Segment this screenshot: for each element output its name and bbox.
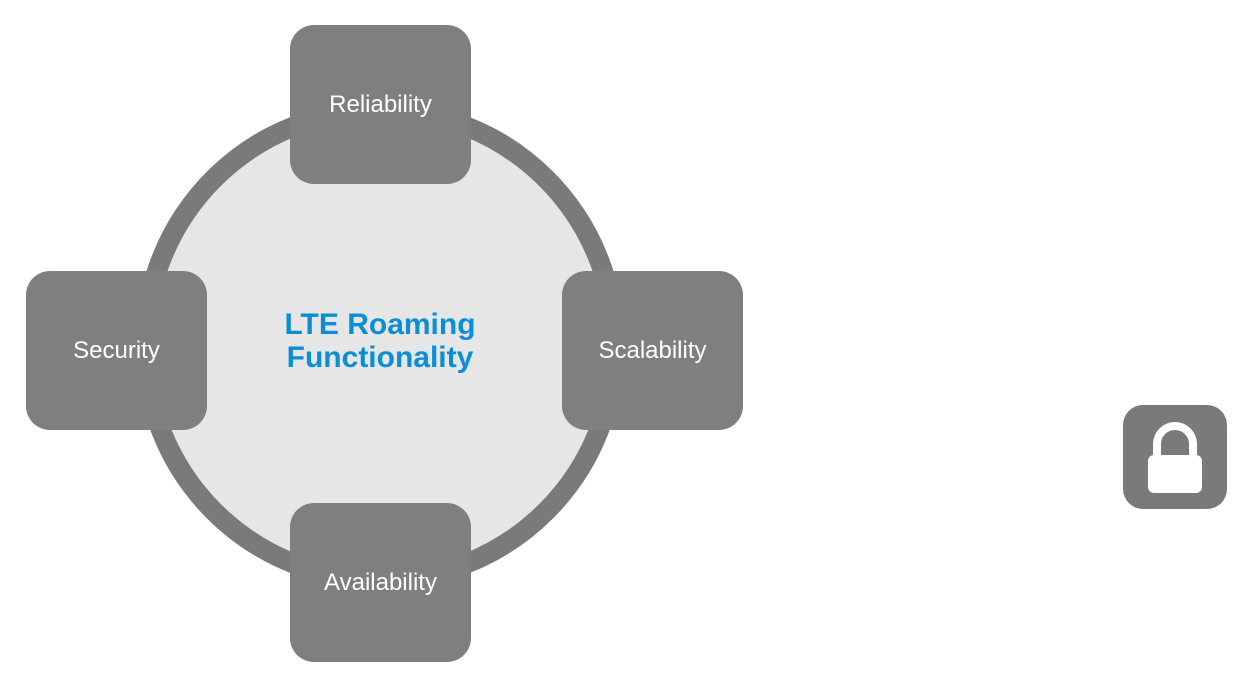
center-title-line-2: Functionality [286, 341, 474, 374]
node-availability-label: Availability [324, 568, 437, 596]
node-reliability: Reliability [290, 25, 471, 184]
lock-tile [1123, 405, 1227, 509]
node-security: Security [26, 271, 207, 430]
node-availability: Availability [290, 503, 471, 662]
lock-icon [1148, 422, 1202, 493]
node-security-label: Security [73, 336, 160, 364]
node-scalability: Scalability [562, 271, 743, 430]
center-title: LTE Roaming Functionality [230, 308, 530, 374]
node-scalability-label: Scalability [598, 336, 707, 364]
center-title-line-1: LTE Roaming [284, 308, 476, 341]
node-reliability-label: Reliability [329, 90, 432, 118]
